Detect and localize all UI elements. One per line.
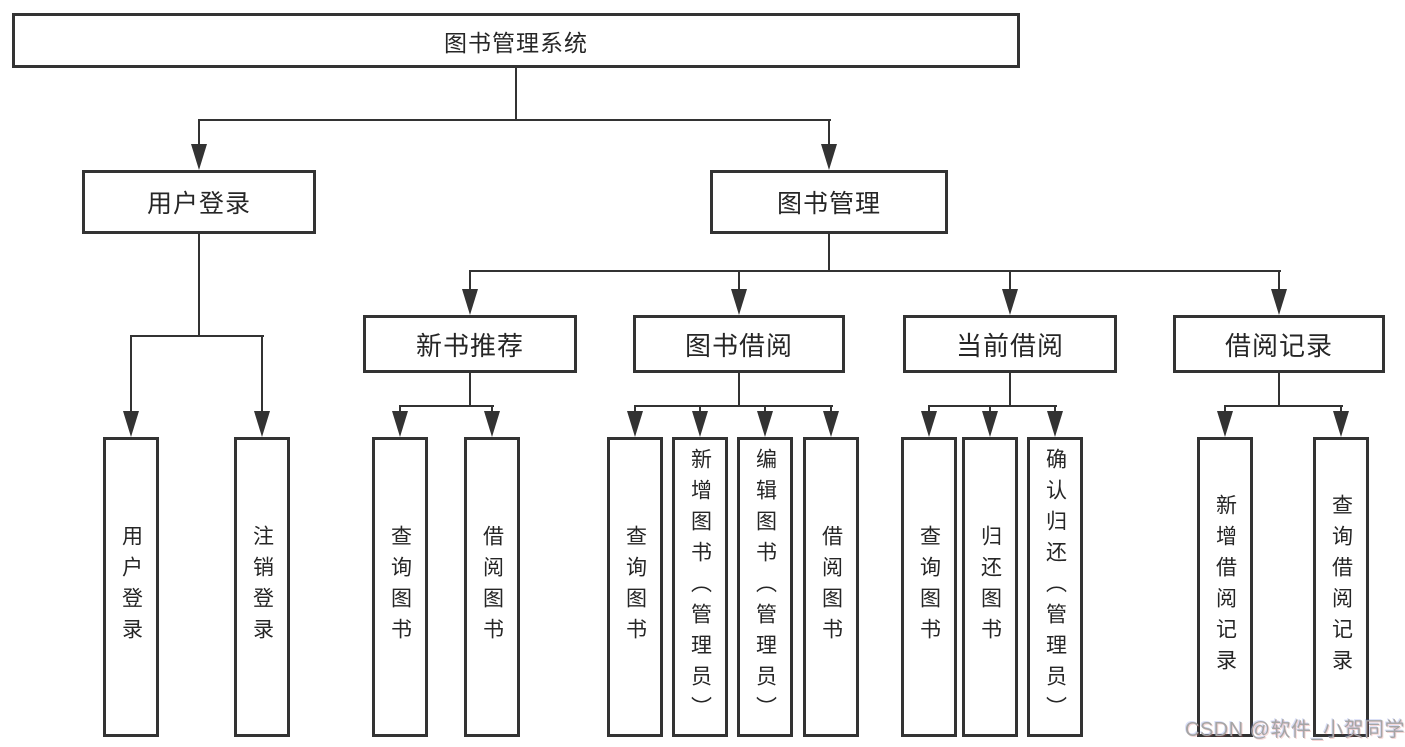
connector-line — [634, 405, 833, 407]
node-borrowing-records: 借阅记录 — [1173, 315, 1385, 373]
node-library-management-system: 图书管理系统 — [12, 13, 1020, 68]
arrow-down-icon — [1047, 411, 1063, 437]
arrow-down-icon — [692, 411, 708, 437]
leaf-return-books: 归还图书 — [962, 437, 1018, 737]
node-new-book-recommendation: 新书推荐 — [363, 315, 577, 373]
node-label: 图书管理系统 — [444, 29, 588, 56]
node-book-borrowing: 图书借阅 — [633, 315, 845, 373]
connector-line — [198, 234, 200, 337]
connector-line — [1278, 270, 1280, 295]
connector-line — [828, 234, 830, 272]
leaf-borrow-books: 借阅图书 — [803, 437, 859, 737]
leaf-edit-books-admin: 编辑图书（管理员） — [737, 437, 793, 737]
node-label: 新增借阅记录 — [1213, 494, 1237, 680]
connector-line — [469, 270, 471, 295]
connector-line — [828, 119, 830, 150]
connector-line — [1009, 373, 1011, 407]
node-label: 图书借阅 — [684, 330, 793, 361]
node-label: 当前借阅 — [955, 330, 1064, 361]
arrow-down-icon — [921, 411, 937, 437]
node-label: 查询图书 — [917, 525, 941, 649]
watermark: CSDN @软件_小贺同学 — [1185, 719, 1405, 741]
arrow-down-icon — [1217, 411, 1233, 437]
leaf-borrow-books-recommend: 借阅图书 — [464, 437, 520, 737]
connector-line — [1224, 405, 1343, 407]
node-label: 借阅记录 — [1224, 330, 1333, 361]
node-label: 注销登录 — [250, 525, 274, 649]
node-label: 用户登录 — [119, 525, 143, 649]
arrow-down-icon — [191, 144, 207, 170]
leaf-query-borrow-record: 查询借阅记录 — [1313, 437, 1369, 737]
connector-line — [198, 119, 200, 150]
arrow-down-icon — [462, 289, 478, 315]
node-label: 图书管理 — [776, 190, 881, 218]
leaf-query-books-recommend: 查询图书 — [372, 437, 428, 737]
node-label: 借阅图书 — [480, 525, 504, 649]
connector-line — [198, 119, 831, 121]
leaf-add-books-admin: 新增图书（管理员） — [672, 437, 728, 737]
connector-line — [261, 335, 263, 417]
node-book-management: 图书管理 — [710, 170, 948, 234]
arrow-down-icon — [627, 411, 643, 437]
connector-line — [469, 270, 1281, 272]
leaf-query-books-borrowing: 查询图书 — [607, 437, 663, 737]
node-current-borrowing: 当前借阅 — [903, 315, 1117, 373]
arrow-down-icon — [731, 289, 747, 315]
arrow-down-icon — [254, 411, 270, 437]
connector-line — [738, 373, 740, 407]
node-label: 新书推荐 — [415, 330, 524, 361]
leaf-logout: 注销登录 — [234, 437, 290, 737]
node-label: 用户登录 — [146, 190, 251, 218]
arrow-down-icon — [757, 411, 773, 437]
leaf-query-books-current: 查询图书 — [901, 437, 957, 737]
node-label: 查询借阅记录 — [1329, 494, 1353, 680]
arrow-down-icon — [1333, 411, 1349, 437]
connector-line — [399, 405, 494, 407]
connector-line — [928, 405, 1057, 407]
node-label: 编辑图书（管理员） — [753, 447, 777, 727]
connector-line — [130, 335, 264, 337]
connector-line — [469, 373, 471, 407]
arrow-down-icon — [1002, 289, 1018, 315]
node-label: 借阅图书 — [819, 525, 843, 649]
node-label: 查询图书 — [623, 525, 647, 649]
node-label: 新增图书（管理员） — [688, 447, 712, 727]
connector-line — [1009, 270, 1011, 295]
connector-line — [1278, 373, 1280, 407]
node-label: 确认归还（管理员） — [1043, 447, 1067, 727]
arrow-down-icon — [123, 411, 139, 437]
leaf-confirm-return-admin: 确认归还（管理员） — [1027, 437, 1083, 737]
arrow-down-icon — [821, 144, 837, 170]
node-user-login: 用户登录 — [82, 170, 316, 234]
arrow-down-icon — [392, 411, 408, 437]
arrow-down-icon — [1271, 289, 1287, 315]
arrow-down-icon — [982, 411, 998, 437]
arrow-down-icon — [484, 411, 500, 437]
leaf-user-login: 用户登录 — [103, 437, 159, 737]
connector-line — [515, 68, 517, 121]
leaf-add-borrow-record: 新增借阅记录 — [1197, 437, 1253, 737]
connector-line — [738, 270, 740, 295]
arrow-down-icon — [823, 411, 839, 437]
connector-line — [130, 335, 132, 417]
node-label: 查询图书 — [388, 525, 412, 649]
node-label: 归还图书 — [978, 525, 1002, 649]
